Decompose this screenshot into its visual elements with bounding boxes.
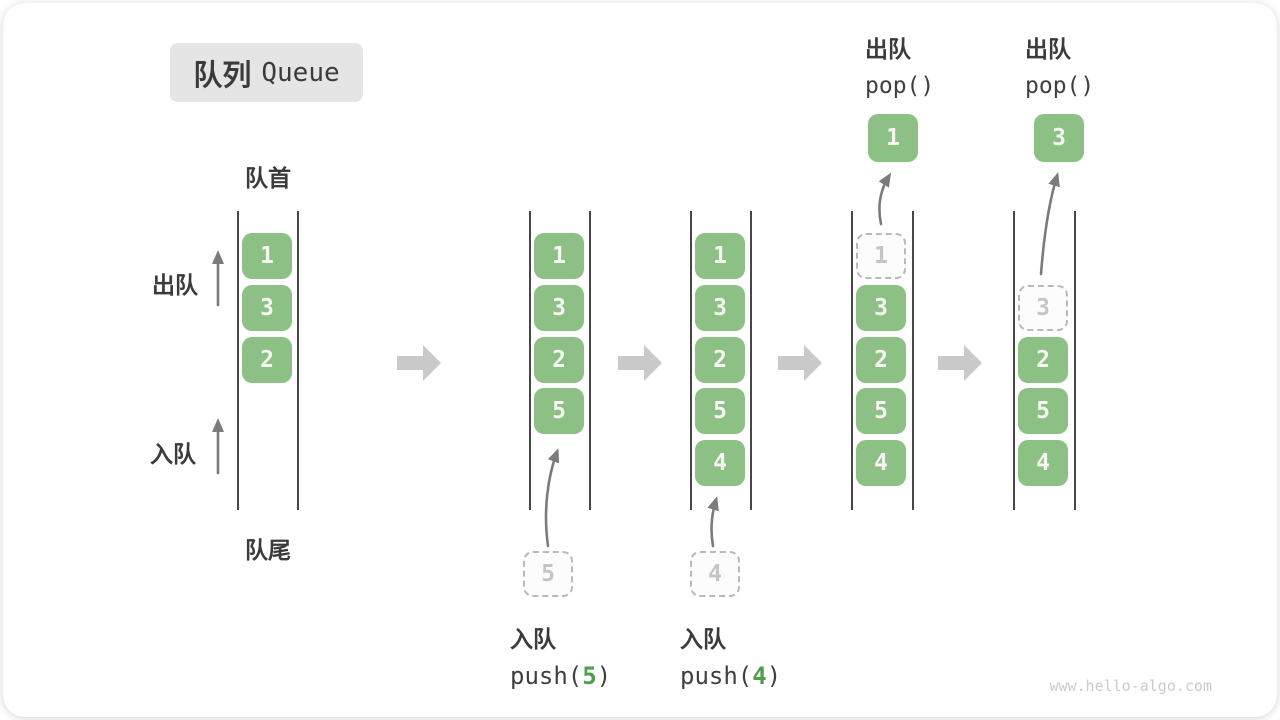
queue-wall [1074,211,1076,510]
popped-cell: 1 [868,114,918,162]
removed-cell-ghost: 1 [856,233,906,279]
queue-cell: 1 [242,233,292,279]
pop-3-header: 出队 pop() [1025,30,1094,99]
title-en: Queue [261,57,340,88]
queue-cell: 2 [242,337,292,383]
queue-wall [912,211,914,510]
pop-3-code-label: pop() [1025,73,1095,99]
title-badge: 队列 Queue [170,43,363,102]
pop-1-header: 出队 pop() [865,30,934,99]
queue-wall [750,211,752,510]
queue-cell: 3 [242,285,292,331]
watermark: www.hello-algo.com [1049,677,1212,695]
queue-wall [589,211,591,510]
queue-wall [690,211,692,510]
queue-wall [851,211,853,510]
queue-cell: 5 [695,388,745,434]
pop-1-action-label: 出队 [865,36,911,62]
queue-wall [297,211,299,510]
title-zh: 队列 [193,59,252,92]
push-5-caption: 入队 push(5) [510,620,611,690]
pop-3-action-label: 出队 [1025,36,1071,62]
pop-1-code-label: pop() [865,73,935,99]
queue-wall [1013,211,1015,510]
removed-cell-ghost: 3 [1018,285,1068,331]
push-4-action-label: 入队 [680,626,726,652]
queue-cell: 2 [534,337,584,383]
queue-cell: 3 [856,285,906,331]
queue-cell: 5 [1018,388,1068,434]
push-4-code-label: push(4) [680,662,782,690]
queue-cell: 2 [1018,337,1068,383]
queue-cell: 5 [534,388,584,434]
incoming-cell: 5 [523,551,573,597]
queue-cell: 3 [695,285,745,331]
popped-cell: 3 [1034,114,1084,162]
push-4-caption: 入队 push(4) [680,620,781,690]
queue-cell: 4 [695,440,745,486]
queue-cell: 1 [695,233,745,279]
incoming-cell: 4 [690,551,740,597]
diagram-card [3,3,1277,717]
queue-cell: 1 [534,233,584,279]
queue-cell: 2 [695,337,745,383]
dequeue-label: 出队 [152,272,198,298]
push-5-action-label: 入队 [510,626,556,652]
queue-cell: 5 [856,388,906,434]
queue-cell: 2 [856,337,906,383]
queue-wall [529,211,531,510]
queue-cell: 4 [1018,440,1068,486]
queue-wall [237,211,239,510]
queue-cell: 3 [534,285,584,331]
queue-front-label: 队首 [245,165,291,191]
enqueue-label: 入队 [150,441,196,467]
push-5-code-label: push(5) [510,662,612,690]
queue-rear-label: 队尾 [245,537,291,563]
queue-cell: 4 [856,440,906,486]
